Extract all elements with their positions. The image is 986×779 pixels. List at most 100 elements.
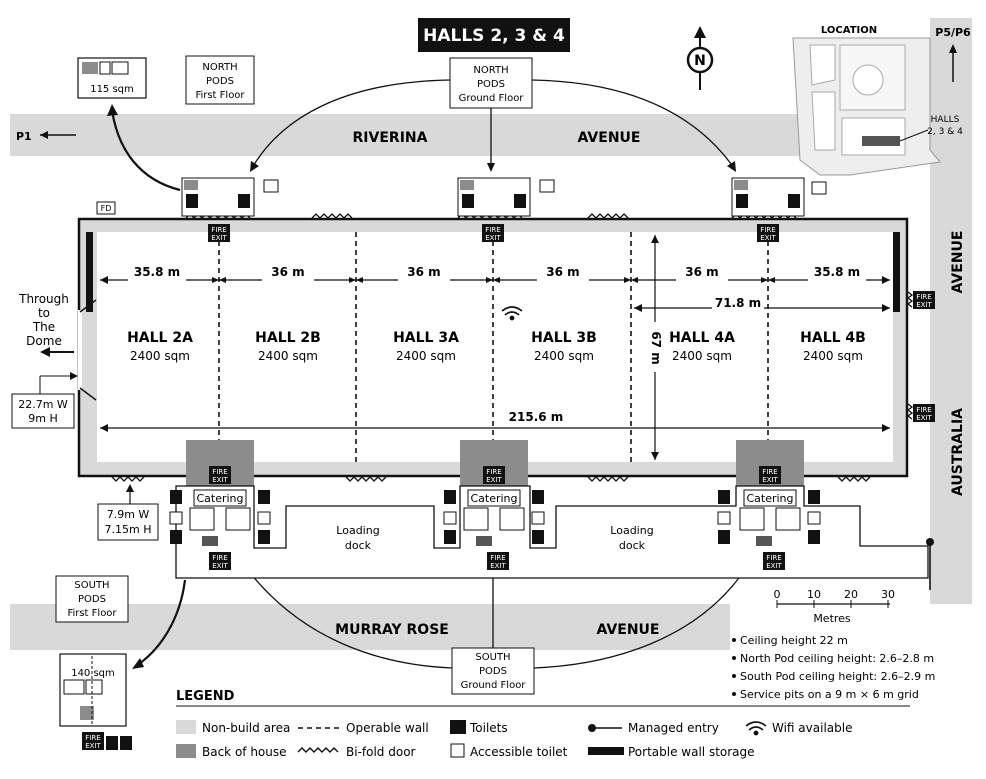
- south-pod-3a: Catering: [463, 489, 525, 546]
- hall-4a-name: HALL 4A: [669, 330, 735, 346]
- scale-tick-0: 0: [774, 588, 781, 601]
- south-pods-first-floor-label: SOUTH PODS First Floor: [55, 575, 129, 623]
- catering-label-4: Catering: [746, 492, 793, 505]
- width-3b: 36 m: [546, 265, 579, 279]
- svg-text:Dome: Dome: [26, 334, 62, 348]
- loading-dock-2-line1: Loading: [610, 524, 653, 537]
- street-avenue-bottom: AVENUE: [597, 622, 660, 638]
- note-ceiling: Ceiling height 22 m: [740, 634, 848, 647]
- svg-text:Ground Floor: Ground Floor: [461, 680, 527, 691]
- managed-entry-dot: [926, 538, 934, 546]
- svg-text:SOUTH: SOUTH: [74, 580, 109, 591]
- scale-bar: 0 10 20 30 Metres: [774, 588, 896, 625]
- svg-text:EXIT: EXIT: [916, 414, 932, 422]
- catering-label-2: Catering: [196, 492, 243, 505]
- fire-exit-south-2-upper: FIRE EXIT: [209, 466, 231, 484]
- svg-text:EXIT: EXIT: [760, 234, 776, 242]
- south-pods-area: 140 sqm: [71, 668, 115, 679]
- location-halls-line1: HALLS: [931, 115, 960, 125]
- svg-text:to: to: [38, 306, 50, 320]
- north-pods-area: 115 sqm: [90, 84, 134, 95]
- fire-exit-south-4-lower: FIRE EXIT: [763, 552, 785, 570]
- legend-title: LEGEND: [176, 689, 235, 704]
- svg-text:First Floor: First Floor: [195, 90, 245, 101]
- svg-text:Through: Through: [18, 292, 69, 306]
- wifi-icon: [501, 306, 523, 321]
- note-north-pod: North Pod ceiling height: 2.6–2.8 m: [740, 652, 934, 665]
- note-service-pits: Service pits on a 9 m × 6 m grid: [740, 688, 919, 701]
- svg-text:FIRE: FIRE: [760, 226, 775, 234]
- hall-2a-name: HALL 2A: [127, 330, 193, 346]
- scale-tick-30: 30: [881, 588, 895, 601]
- south-pods-ground-floor-label: SOUTH PODS Ground Floor: [451, 647, 535, 695]
- legend-accessible-toilet: Accessible toilet: [470, 745, 568, 759]
- svg-text:PODS: PODS: [206, 76, 234, 87]
- svg-text:PODS: PODS: [477, 79, 505, 90]
- north-pods-ground-floor-label: NORTH PODS Ground Floor: [449, 57, 533, 109]
- svg-text:22.7m W: 22.7m W: [18, 398, 68, 411]
- location-title: LOCATION: [821, 25, 877, 36]
- pod-arrows: [110, 79, 749, 669]
- portable-wall-icon: [588, 747, 624, 755]
- p1-arrowhead: [40, 131, 48, 139]
- svg-text:9m H: 9m H: [28, 412, 57, 425]
- fire-exit-east-2: FIRE EXIT: [913, 404, 935, 422]
- south-door-info: 7.9m W 7.15m H: [97, 484, 159, 541]
- legend-back-of-house: Back of house: [202, 745, 287, 759]
- compass-letter: N: [694, 53, 706, 69]
- note-south-pod: South Pod ceiling height: 2.6–2.9 m: [740, 670, 935, 683]
- width-hall4: 71.8 m: [715, 296, 761, 310]
- legend-portable-wall: Portable wall storage: [628, 745, 755, 759]
- north-pod-4: [731, 177, 827, 217]
- parking-p1: P1: [16, 130, 32, 143]
- fd-label: FD: [101, 204, 112, 213]
- fire-exit-south-3-lower: FIRE EXIT: [487, 552, 509, 570]
- hall-3b-area: 2400 sqm: [534, 349, 594, 363]
- hall-3a-name: HALL 3A: [393, 330, 459, 346]
- north-pods-first-floor-label: NORTH PODS First Floor: [185, 55, 255, 105]
- fd-box: [96, 201, 116, 215]
- svg-text:FIRE: FIRE: [916, 406, 931, 414]
- scale-tick-20: 20: [844, 588, 858, 601]
- hall-4b-area: 2400 sqm: [803, 349, 863, 363]
- hall-2b-area: 2400 sqm: [258, 349, 318, 363]
- legend-wifi-icon: [745, 721, 767, 736]
- street-avenue-top: AVENUE: [578, 130, 641, 146]
- depth-label: 67 m: [649, 331, 663, 364]
- svg-text:EXIT: EXIT: [762, 476, 778, 484]
- hall-3a-area: 2400 sqm: [396, 349, 456, 363]
- fire-exit-north-3: FIRE EXIT: [482, 224, 504, 242]
- toilet-icon: [450, 720, 466, 734]
- svg-text:NORTH: NORTH: [473, 65, 508, 76]
- svg-text:FIRE: FIRE: [490, 554, 505, 562]
- loading-dock-1-line2: dock: [345, 539, 372, 552]
- legend-managed-entry: Managed entry: [628, 721, 719, 735]
- svg-text:FIRE: FIRE: [85, 734, 100, 742]
- svg-text:7.15m H: 7.15m H: [105, 523, 152, 536]
- svg-text:FIRE: FIRE: [486, 468, 501, 476]
- svg-text:FIRE: FIRE: [211, 226, 226, 234]
- legend: LEGEND Non-build area Back of house Oper…: [176, 689, 910, 759]
- svg-text:7.9m W: 7.9m W: [107, 508, 150, 521]
- fire-exit-north-2: FIRE EXIT: [208, 224, 230, 242]
- street-avenue-right: AVENUE: [950, 231, 966, 294]
- width-4a: 36 m: [685, 265, 718, 279]
- legend-wifi: Wifi available: [772, 721, 852, 735]
- hall-names: HALL 2A 2400 sqm HALL 2B 2400 sqm HALL 3…: [127, 330, 866, 363]
- fire-exit-south-2-lower: FIRE EXIT: [209, 552, 231, 570]
- width-2a: 35.8 m: [134, 265, 180, 279]
- street-murray-rose: MURRAY ROSE: [335, 622, 449, 638]
- accessible-toilet-icons-south: [169, 511, 821, 525]
- svg-text:FIRE: FIRE: [916, 293, 931, 301]
- svg-text:EXIT: EXIT: [212, 562, 228, 570]
- svg-text:FIRE: FIRE: [762, 468, 777, 476]
- location-inset: LOCATION HALLS 2, 3 & 4: [792, 25, 963, 176]
- accessible-toilet-icon: [450, 743, 465, 758]
- legend-bifold-sample: [297, 747, 339, 753]
- svg-text:PODS: PODS: [479, 666, 507, 677]
- north-pod-2: [181, 177, 279, 217]
- svg-text:Ground Floor: Ground Floor: [459, 93, 525, 104]
- svg-text:NORTH: NORTH: [202, 62, 237, 73]
- legend-operable-wall: Operable wall: [346, 721, 429, 735]
